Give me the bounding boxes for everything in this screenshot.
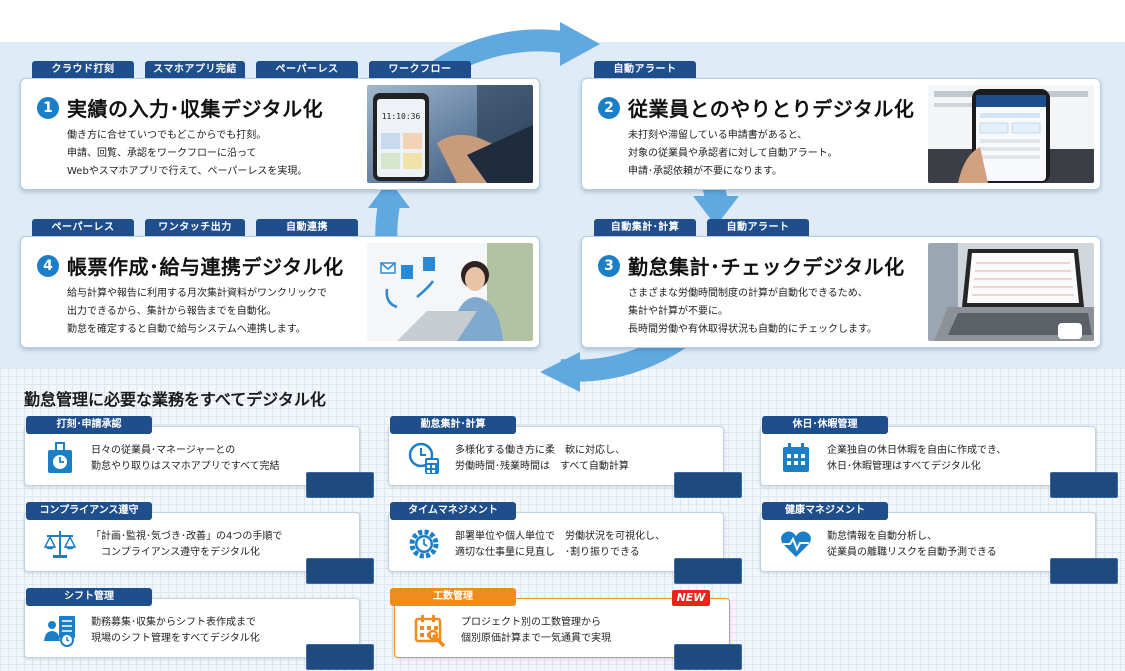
feature-2-tag: 自動アラート: [594, 61, 696, 79]
feature-title: 勤怠集計･チェックデジタル化: [628, 255, 905, 279]
page-section-title: 勤怠管理に必要な業務をすべてデジタル化: [24, 390, 326, 409]
feature-number: 2: [598, 97, 620, 119]
service-card-holiday: 企業独自の休日休暇を自由に作成でき、 休日･休暇管理はすべてデジタル化: [760, 426, 1096, 486]
service-detail-button[interactable]: [674, 558, 742, 584]
feature-title: 帳票作成･給与連携デジタル化: [67, 255, 344, 279]
service-description: 多様化する働き方に柔 軟に対応し、 労働時間･残業時間は すべて自動計算: [455, 445, 629, 472]
laptop-timesheet-photo: [928, 243, 1094, 341]
calendar-wrench-icon: [414, 615, 446, 647]
new-badge: NEW: [672, 590, 710, 606]
feature-3-tag: 自動集計･計算: [594, 219, 696, 237]
cycle-arrowhead-top: [560, 22, 600, 66]
feature-card-4: 4 帳票作成･給与連携デジタル化 給与計算や報告に利用する月次集計資料がワンクリ…: [20, 236, 540, 348]
feature-number: 3: [598, 255, 620, 277]
feature-description: さまざまな労働時間制度の計算が自動化できるため、 集計や計算が不要に。 長時間労…: [628, 288, 877, 335]
service-detail-button[interactable]: [674, 644, 742, 670]
calendar-icon: [783, 443, 809, 472]
service-detail-button[interactable]: [1050, 472, 1118, 498]
feature-1-tag: ワークフロー: [369, 61, 471, 79]
service-tag: コンプライアンス遵守: [26, 502, 152, 520]
smartphone-clock-app-photo: 11:10:36: [367, 85, 533, 183]
feature-title: 従業員とのやりとりデジタル化: [628, 97, 915, 121]
feature-4-tag: ペーパーレス: [32, 219, 134, 237]
service-description: 企業独自の休日休暇を自由に作成でき、 休日･休暇管理はすべてデジタル化: [827, 445, 1007, 472]
feature-card-2: 2 従業員とのやりとりデジタル化 未打刻や滞留している申請書があると、 対象の従…: [581, 78, 1101, 190]
svg-text:11:10:36: 11:10:36: [382, 112, 421, 121]
feature-title: 実績の入力･収集デジタル化: [67, 97, 324, 121]
service-description: 日々の従業員･マネージャーとの 勤怠やり取りはスマホアプリですべて完結: [91, 445, 280, 472]
service-detail-button[interactable]: [1050, 558, 1118, 584]
service-tag: シフト管理: [26, 588, 152, 606]
service-tag: 健康マネジメント: [762, 502, 888, 520]
smartphone-alert-photo: [928, 85, 1094, 183]
service-card-compliance: 「計画･監視･気づき･改善」の4つの手順で コンプライアンス遵守をデジタル化: [24, 512, 360, 572]
feature-4-tag: ワンタッチ出力: [145, 219, 245, 237]
service-tag: 工数管理: [390, 588, 516, 606]
feature-number: 4: [37, 255, 59, 277]
service-card-health: 勤怠情報を自動分析し、 従業員の離職リスクを自動予測できる: [760, 512, 1096, 572]
service-description: 部署単位や個人単位で 労働状況を可視化し、 適切な仕事量に見直し ･割り振りでき…: [455, 531, 665, 558]
clock-calculator-icon: [408, 442, 439, 474]
gear-clock-icon: [409, 529, 439, 559]
scales-icon: [43, 531, 77, 558]
service-card-attendance: 日々の従業員･マネージャーとの 勤怠やり取りはスマホアプリですべて完結: [24, 426, 360, 486]
shift-people-icon: [44, 616, 75, 647]
service-detail-button[interactable]: [306, 644, 374, 670]
cycle-arrowhead-bottom: [540, 352, 580, 392]
feature-description: 未打刻や滞留している申請書があると、 対象の従業員や承認者に対して自動アラート。…: [628, 130, 838, 177]
service-tag: 打刻･申請承認: [26, 416, 152, 434]
feature-description: 働き方に合せていつでもどこからでも打刻。 申請、回覧、承認をワークフローに沿って…: [67, 130, 308, 177]
service-card-time-management: 部署単位や個人単位で 労働状況を可視化し、 適切な仕事量に見直し ･割り振りでき…: [388, 512, 724, 572]
service-tag: 休日･休暇管理: [762, 416, 888, 434]
service-tag: 勤怠集計･計算: [390, 416, 516, 434]
feature-3-tag: 自動アラート: [707, 219, 809, 237]
feature-card-3: 3 勤怠集計･チェックデジタル化 さまざまな労働時間制度の計算が自動化できるため…: [581, 236, 1101, 348]
service-card-calculation: 多様化する働き方に柔 軟に対応し、 労働時間･残業時間は すべて自動計算: [388, 426, 724, 486]
service-tag: タイムマネジメント: [390, 502, 516, 520]
cycle-arrowhead-right: [693, 196, 739, 226]
feature-1-tag: クラウド打刻: [32, 61, 134, 79]
service-description: 勤怠情報を自動分析し、 従業員の離職リスクを自動予測できる: [827, 531, 997, 558]
service-card-shift: 勤務募集･収集からシフト表作成まで 現場のシフト管理をすべてデジタル化: [24, 598, 360, 658]
heart-pulse-icon: [781, 531, 811, 557]
cycle-arrowhead-left: [368, 180, 410, 208]
feature-1-tag: ペーパーレス: [256, 61, 358, 79]
service-detail-button[interactable]: [306, 472, 374, 498]
feature-1-tag: スマホアプリ完結: [145, 61, 245, 79]
feature-4-tag: 自動連携: [256, 219, 358, 237]
service-detail-button[interactable]: [306, 558, 374, 584]
service-description: 勤務募集･収集からシフト表作成まで 現場のシフト管理をすべてデジタル化: [91, 617, 260, 644]
feature-number: 1: [37, 97, 59, 119]
service-description: 「計画･監視･気づき･改善」の4つの手順で コンプライアンス遵守をデジタル化: [91, 531, 283, 558]
service-detail-button[interactable]: [674, 472, 742, 498]
feature-card-1: 1 実績の入力･収集デジタル化 働き方に合せていつでもどこからでも打刻。 申請、…: [20, 78, 540, 190]
feature-description: 給与計算や報告に利用する月次集計資料がワンクリックで 出力できるから、集計から報…: [67, 288, 327, 335]
woman-laptop-photo: [367, 243, 533, 341]
service-description: プロジェクト別の工数管理から 個別原価計算まで一気通貫で実現: [461, 617, 611, 644]
clock-badge-icon: [48, 442, 72, 473]
